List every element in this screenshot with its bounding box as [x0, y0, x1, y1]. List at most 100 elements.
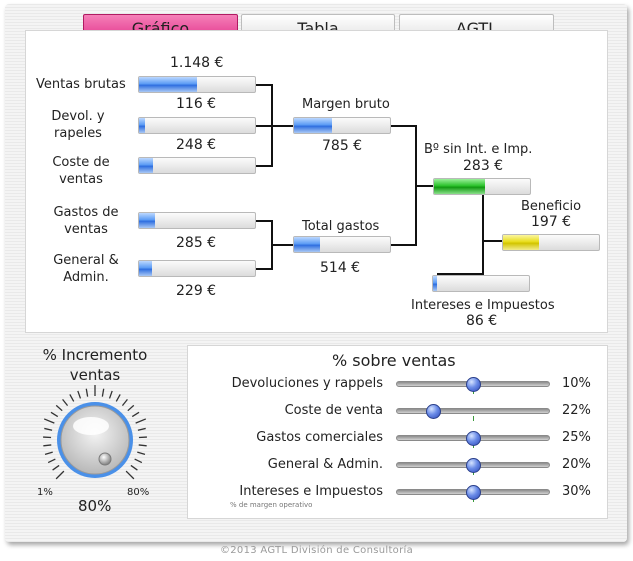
- slider-thumb[interactable]: [466, 377, 481, 392]
- slider-value: 10%: [562, 376, 591, 391]
- value-coste-ventas: 248 €: [176, 137, 217, 153]
- slider-thumb[interactable]: [466, 431, 481, 446]
- knob-tick: [127, 404, 135, 412]
- bar-general-admin: [138, 260, 256, 277]
- slider-track[interactable]: [396, 408, 550, 414]
- knob-indicator: [98, 452, 112, 466]
- slider-value: 20%: [562, 457, 591, 472]
- value-total-gastos: 514 €: [320, 260, 361, 276]
- bar-fill-margen-bruto: [294, 118, 333, 133]
- slider-label: Gastos comerciales: [256, 430, 383, 445]
- bar-fill-ventas-brutas: [139, 77, 197, 92]
- knob-tick: [43, 418, 55, 424]
- value-gastos-ventas: 285 €: [176, 235, 217, 251]
- connector-line: [437, 273, 484, 275]
- connector-line: [482, 240, 502, 242]
- knob-tick: [121, 398, 128, 407]
- knob-tick: [62, 398, 69, 407]
- knob-tick-marks: [43, 385, 147, 480]
- knob-tick: [47, 458, 56, 464]
- slider-label: Intereses e Impuestos: [239, 484, 383, 499]
- bar-fill-gastos-ventas: [139, 213, 156, 228]
- knob-body: [60, 405, 130, 475]
- bar-devoluciones: [138, 117, 256, 134]
- label-margen-bruto: Margen bruto: [302, 97, 390, 112]
- footer-copyright: ©2013 AGTL División de Consultoría: [219, 545, 414, 556]
- knob-tick: [125, 470, 135, 480]
- bar-fill-intereses: [433, 276, 437, 291]
- sliders-note: % de margen operativo: [230, 501, 313, 509]
- knob-min-label: 1%: [37, 487, 53, 498]
- slider-thumb[interactable]: [466, 485, 481, 500]
- knob-tick: [77, 390, 82, 399]
- bar-gastos-ventas: [138, 212, 256, 229]
- connector-line: [256, 268, 273, 270]
- slider-value: 25%: [562, 430, 591, 445]
- label-general-admin: General &Admin.: [53, 253, 119, 285]
- knob-tick: [134, 458, 143, 464]
- knob-tick: [55, 470, 65, 480]
- knob-highlight: [73, 417, 109, 435]
- slider-label: General & Admin.: [267, 457, 383, 472]
- slider-label: Coste de venta: [284, 403, 383, 418]
- label-intereses: Intereses e Impuestos: [411, 298, 555, 313]
- knob-tick: [137, 427, 146, 431]
- knob-tick: [135, 418, 147, 424]
- bar-coste-ventas: [138, 157, 256, 174]
- label-bai: Bº sin Int. e Imp.: [424, 142, 533, 157]
- bar-intereses: [432, 275, 530, 292]
- bar-fill-beneficio: [503, 235, 539, 250]
- connector-line: [256, 220, 273, 222]
- knob-tick: [50, 411, 59, 418]
- label-ventas-brutas: Ventas brutas: [36, 77, 126, 92]
- knob-tick: [137, 451, 146, 456]
- label-total-gastos: Total gastos: [302, 219, 380, 234]
- bar-bai: [433, 178, 531, 195]
- bar-beneficio: [502, 234, 600, 251]
- sliders-title: % sobre ventas: [332, 351, 456, 370]
- knob-tick: [101, 388, 105, 397]
- knob-value: 80%: [78, 497, 112, 515]
- value-intereses: 86 €: [466, 313, 498, 329]
- knob-tick: [43, 444, 52, 447]
- connector-line: [256, 165, 273, 167]
- connector-line: [391, 125, 417, 127]
- knob-tick: [130, 464, 138, 471]
- bar-fill-bai: [434, 179, 485, 194]
- slider-thumb[interactable]: [466, 458, 481, 473]
- value-devoluciones: 116 €: [176, 96, 217, 112]
- knob-tick: [115, 394, 121, 402]
- bar-ventas-brutas: [138, 76, 256, 93]
- bar-fill-general-admin: [139, 261, 152, 276]
- slider-value: 30%: [562, 484, 591, 499]
- knob-tick: [85, 388, 89, 397]
- bar-total-gastos: [293, 236, 391, 253]
- connector-line: [256, 84, 273, 86]
- value-margen-bruto: 785 €: [322, 138, 363, 154]
- slider-label: Devoluciones y rappels: [231, 376, 383, 391]
- knob-tick: [55, 404, 63, 412]
- value-beneficio: 197 €: [531, 214, 572, 230]
- value-ventas-brutas: 1.148 €: [170, 55, 224, 71]
- label-beneficio: Beneficio: [521, 199, 582, 214]
- connector-line: [271, 244, 293, 246]
- knob-tick: [138, 444, 147, 447]
- knob-tick: [44, 451, 53, 456]
- knob-tick: [69, 394, 75, 402]
- value-bai: 283 €: [463, 158, 504, 174]
- increment-knob[interactable]: [25, 382, 165, 492]
- connector-line: [256, 125, 293, 127]
- slider-center-tick: [473, 416, 474, 421]
- bar-margen-bruto: [293, 117, 391, 134]
- value-general-admin: 229 €: [176, 283, 217, 299]
- bar-fill-total-gastos: [294, 237, 320, 252]
- knob-tick: [131, 411, 140, 418]
- connector-line: [415, 185, 433, 187]
- bar-fill-devoluciones: [139, 118, 145, 133]
- knob-tick: [52, 464, 60, 471]
- knob-tick: [44, 427, 53, 431]
- slider-thumb[interactable]: [425, 404, 441, 419]
